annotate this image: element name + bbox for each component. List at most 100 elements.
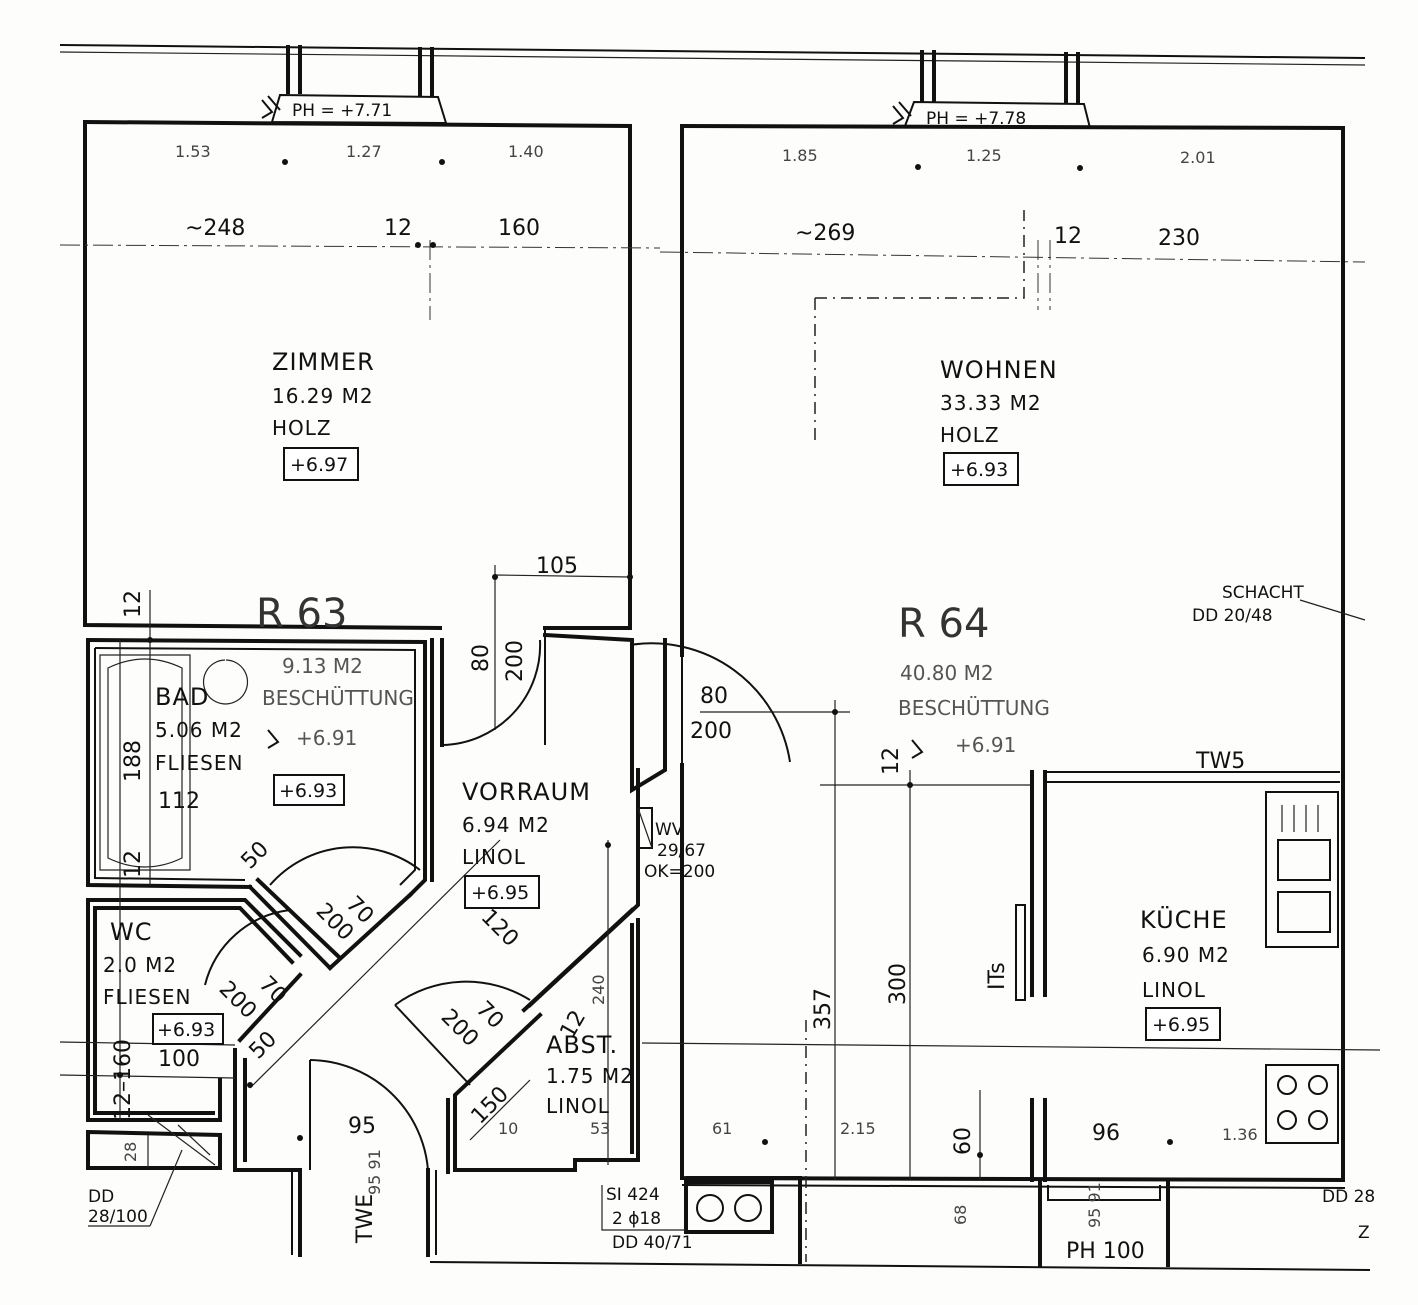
bad-name: BAD <box>155 683 209 711</box>
dim-bad-12: 12 <box>121 590 146 618</box>
dim-entrance-95: 95 <box>348 1114 376 1139</box>
dim-zimmer-top-1: 1.53 <box>175 142 211 161</box>
schacht-label: SCHACHT <box>1222 583 1304 603</box>
kueche-name: KÜCHE <box>1140 905 1228 934</box>
unit-r63-floor: BESCHÜTTUNG <box>262 686 414 710</box>
si-dd: DD 40/71 <box>612 1233 693 1253</box>
dd-left-label: DD <box>88 1187 114 1207</box>
dim-wohnen-357: 357 <box>811 988 836 1030</box>
kueche-area: 6.90 M2 <box>1142 943 1230 967</box>
abst-name: ABST. <box>546 1031 618 1059</box>
vorraum-name: VORRAUM <box>462 778 591 806</box>
dim-bad-door-50: 50 <box>237 837 274 874</box>
wc-floor: FLIESEN <box>103 985 191 1009</box>
bad-level: +6.93 <box>279 780 337 802</box>
z-mark: Z <box>1358 1223 1370 1243</box>
parapet-left: PH = +7.71 <box>292 101 392 121</box>
bad-area: 5.06 M2 <box>155 718 243 742</box>
dim-wohnen-300: 300 <box>886 963 911 1005</box>
wohnen-level: +6.93 <box>950 459 1008 481</box>
twe-label: TWE <box>353 1194 378 1244</box>
dim-hall-200: 200 <box>690 719 732 744</box>
dim-kueche-136: 1.36 <box>1222 1125 1258 1144</box>
level-marker-icon <box>261 95 281 119</box>
wc-area: 2.0 M2 <box>103 953 177 977</box>
wohnen-area: 33.33 M2 <box>940 391 1042 415</box>
dim-wohnen-top-1: 1.85 <box>782 146 818 165</box>
level-marker-icon <box>892 101 912 125</box>
dim-zimmer-door-width: 105 <box>536 554 578 579</box>
door-swings <box>204 630 791 1171</box>
abst-floor: LINOL <box>546 1094 610 1118</box>
facade-top <box>59 44 1366 130</box>
vorraum-floor: LINOL <box>462 845 526 869</box>
level-marker-icon <box>267 729 280 749</box>
dim-door-80: 80 <box>469 644 494 672</box>
dim-hall-80: 80 <box>700 684 728 709</box>
dim-zimmer-width-2: 12 <box>384 216 412 241</box>
dim-bottom-53: 53 <box>590 1119 610 1138</box>
zimmer-level: +6.97 <box>290 454 348 476</box>
wv-label: WV <box>655 820 684 840</box>
dim-bad-12b: 12 <box>121 850 146 878</box>
dim-zimmer-top-3: 1.40 <box>508 142 544 161</box>
bad-floor: FLIESEN <box>155 751 243 775</box>
wv-dim: 29/67 <box>657 841 706 861</box>
wc-level: +6.93 <box>157 1019 215 1041</box>
vorraum-area: 6.94 M2 <box>462 813 550 837</box>
unit-r64-area: 40.80 M2 <box>900 661 994 685</box>
dim-door-200: 200 <box>503 640 528 682</box>
unit-r64-floor: BESCHÜTTUNG <box>898 696 1050 720</box>
fixtures <box>99 654 1339 1234</box>
walls <box>82 119 1371 1271</box>
dim-bottom-10: 10 <box>498 1119 518 1138</box>
parapet-right: PH = +7.78 <box>926 109 1026 129</box>
zimmer-name: ZIMMER <box>272 348 375 376</box>
dim-wohnen-width-3: 230 <box>1158 226 1200 251</box>
unit-r63-area: 9.13 M2 <box>282 654 363 678</box>
parapet-bottom: PH 100 <box>1066 1239 1145 1264</box>
zimmer-area: 16.29 M2 <box>272 384 374 408</box>
unit-r64-label: R 64 <box>898 601 989 647</box>
dim-zimmer-width-3: 160 <box>498 216 540 241</box>
si-pipe: 2 ϕ18 <box>612 1209 661 1229</box>
dim-wohnen-top-3: 2.01 <box>1180 148 1216 167</box>
kueche-level: +6.95 <box>1152 1014 1210 1036</box>
dim-wc-100: 100 <box>158 1047 200 1072</box>
unit-r64-level: +6.91 <box>955 733 1016 757</box>
unit-r63-label: R 63 <box>256 591 347 637</box>
dim-zimmer-width-1: ~248 <box>185 216 245 241</box>
level-marker-icons <box>261 95 924 759</box>
dim-abst-240: 240 <box>589 974 608 1005</box>
its-label: ITs <box>985 962 1010 990</box>
dimension-dots <box>117 159 1173 1158</box>
dim-wohnen-60: 60 <box>951 1127 976 1155</box>
dim-wohnen-68: 68 <box>951 1205 970 1225</box>
abst-area: 1.75 M2 <box>546 1064 634 1088</box>
dd-left-size: 28/100 <box>88 1207 148 1227</box>
dim-wohnen-12: 12 <box>879 747 904 775</box>
level-marker-icon <box>911 739 924 759</box>
wohnen-floor: HOLZ <box>940 423 1000 447</box>
dd-right-label: DD 28 <box>1322 1187 1375 1207</box>
wc-name: WC <box>110 918 153 946</box>
si-label: SI 424 <box>606 1185 660 1205</box>
dim-vorraum-120: 120 <box>476 905 523 952</box>
dim-wohnen-width-2: 12 <box>1054 224 1082 249</box>
dim-wc-door-50: 50 <box>245 1027 282 1064</box>
dim-wohnen-215: 2.15 <box>840 1119 876 1138</box>
vorraum-level: +6.95 <box>471 882 529 904</box>
dimension-lines <box>59 240 1381 1180</box>
dim-kueche-96: 96 <box>1092 1121 1120 1146</box>
dim-wohnen-width-1: ~269 <box>795 221 855 246</box>
kueche-floor: LINOL <box>1142 978 1206 1002</box>
dim-bad-112: 112 <box>158 789 200 814</box>
dim-twe-95-91: 95 91 <box>365 1149 384 1195</box>
tw5-label: TW5 <box>1195 749 1245 774</box>
dim-zimmer-top-2: 1.27 <box>346 142 382 161</box>
unit-r63-level: +6.91 <box>296 726 357 750</box>
dim-wc-12-160: 12–160 <box>111 1039 136 1120</box>
ph100-sub: 95 91 <box>1085 1182 1104 1228</box>
dim-wohnen-61: 61 <box>712 1119 732 1138</box>
